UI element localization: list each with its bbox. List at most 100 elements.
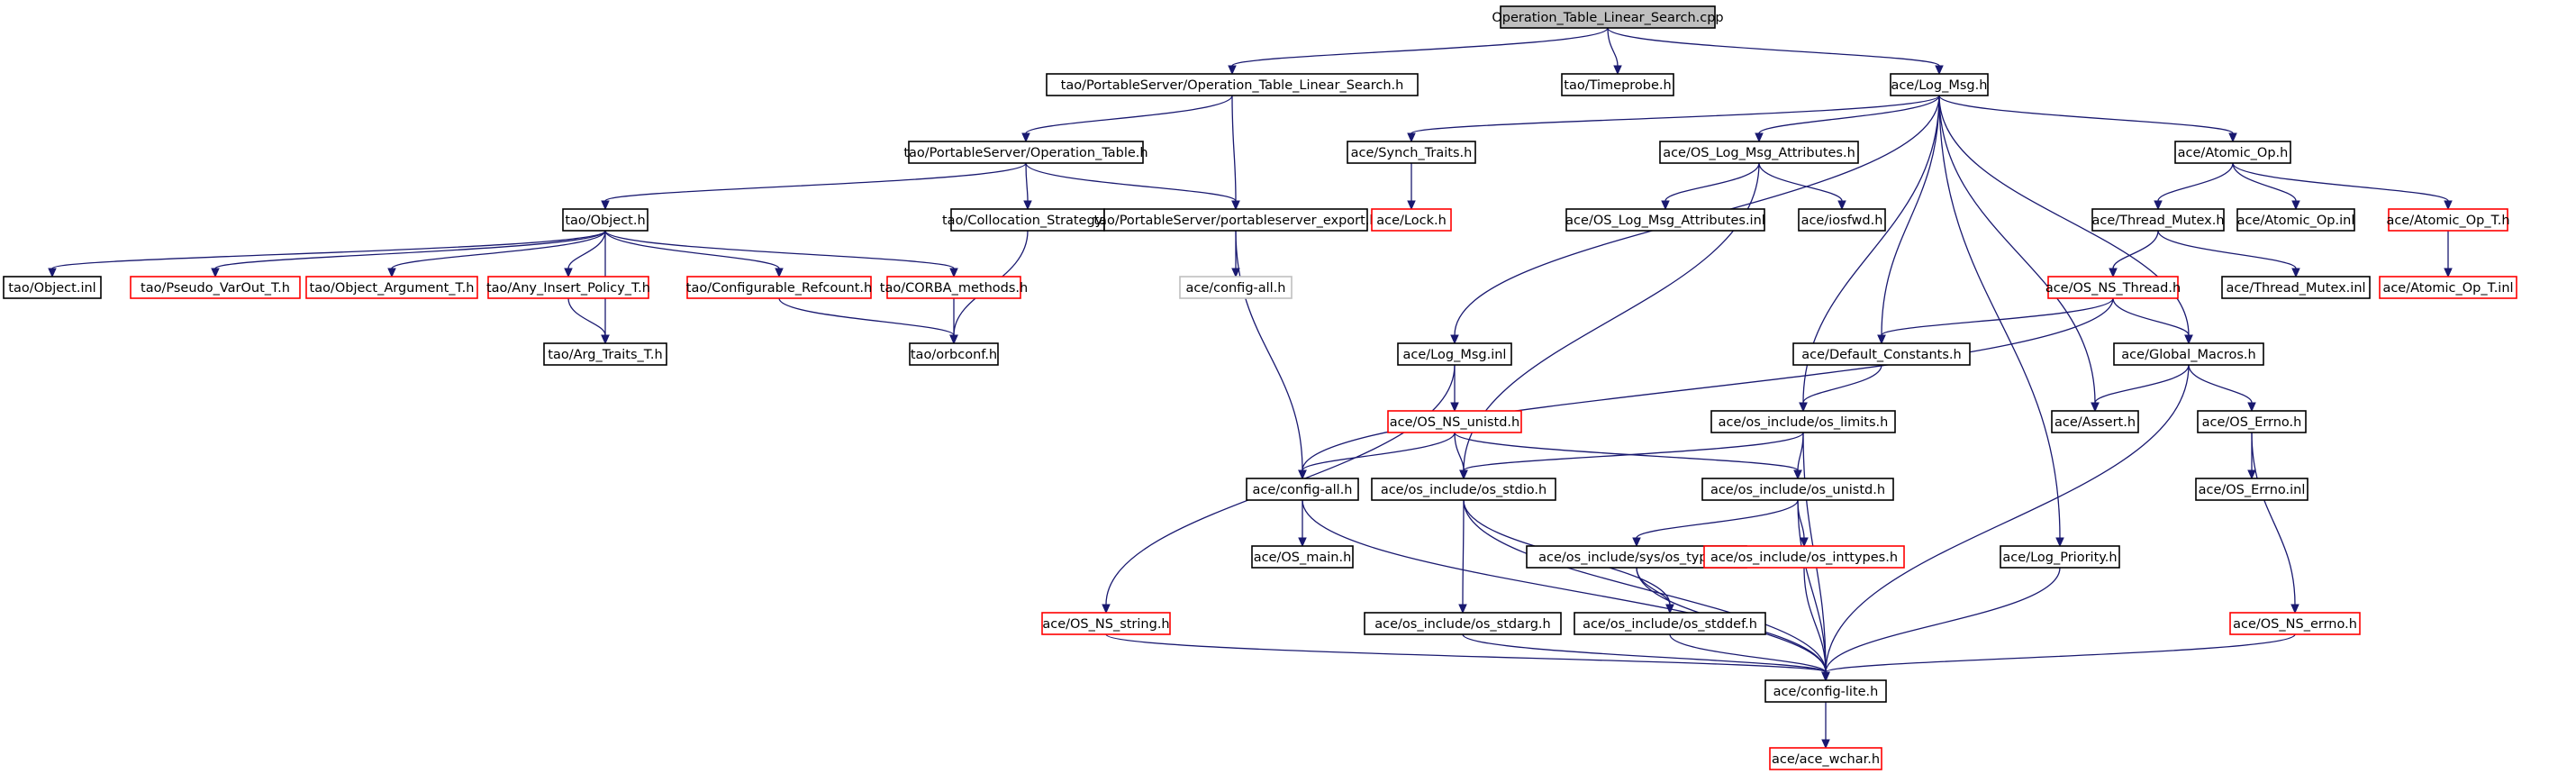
node-tao-portableserver-operation-table-h[interactable]: tao/PortableServer/Operation_Table.h [903, 141, 1148, 164]
node-ace-os-log-msg-attributes-inl[interactable]: ace/OS_Log_Msg_Attributes.inl [1565, 208, 1765, 232]
node-ace-os-ns-unistd-h[interactable]: ace/OS_NS_unistd.h [1387, 410, 1522, 433]
node-label: ace/os_include/os_limits.h [1719, 415, 1889, 430]
node-tao-pseudo-varout-t-h[interactable]: tao/Pseudo_VarOut_T.h [130, 276, 301, 299]
edge-osunistd-to-ostypes [1632, 499, 1799, 548]
edge-logmsg-to-atomicop [1938, 95, 2237, 143]
edge-configlite-to-acewchar [1821, 701, 1830, 750]
node-ace-os-ns-string-h[interactable]: ace/OS_NS_string.h [1041, 612, 1171, 635]
node-ace-os-main-h[interactable]: ace/OS_main.h [1251, 545, 1354, 569]
edge-atomicop-to-threadmutex [2154, 162, 2234, 211]
node-label: tao/Timeprobe.h [1564, 78, 1671, 93]
node-ace-thread-mutex-inl[interactable]: ace/Thread_Mutex.inl [2221, 276, 2371, 299]
node-tao-object-inl[interactable]: tao/Object.inl [3, 276, 102, 299]
node-label: ace/ace_wchar.h [1772, 752, 1880, 767]
node-label: tao/Object_Argument_T.h [310, 281, 475, 296]
node-ace-atomic-op-t-inl[interactable]: ace/Atomic_Op_T.inl [2379, 276, 2517, 299]
node-ace-os-include-os-limits-h[interactable]: ace/os_include/os_limits.h [1710, 410, 1896, 433]
edge-atomicop-to-atomicopinl [2232, 162, 2300, 211]
node-operation-table-linear-search-cpp[interactable]: Operation_Table_Linear_Search.cpp [1492, 5, 1724, 29]
edge-osnserrno-to-configlite [1821, 633, 2296, 682]
node-tao-timeprobe-h[interactable]: tao/Timeprobe.h [1561, 73, 1674, 96]
node-ace-thread-mutex-h[interactable]: ace/Thread_Mutex.h [2091, 208, 2225, 232]
node-label: ace/Log_Msg.h [1891, 78, 1988, 93]
edge-objecth-to-corba [604, 230, 958, 278]
node-label: tao/CORBA_methods.h [880, 281, 1028, 296]
node-ace-log-priority-h[interactable]: ace/Log_Priority.h [2000, 545, 2120, 569]
edge-osstddef-to-configlite [1669, 633, 1830, 682]
edge-oslogattr-to-iosfwd [1758, 162, 1846, 211]
edge-oserrno-to-osnserrno [2251, 432, 2299, 615]
edge-osunistd-to-osinttypes [1797, 499, 1809, 548]
edge-logprio-to-configlite [1821, 567, 2061, 682]
node-ace-lock-h[interactable]: ace/Lock.h [1371, 208, 1452, 232]
node-ace-os-ns-thread-h[interactable]: ace/OS_NS_Thread.h [2045, 276, 2181, 299]
node-ace-log-msg-inl[interactable]: ace/Log_Msg.inl [1397, 342, 1512, 366]
node-ace-config-all-h[interactable]: ace/config-all.h [1246, 478, 1359, 501]
edge-configall-to-osmain [1298, 500, 1307, 548]
node-ace-os-include-os-inttypes-h[interactable]: ace/os_include/os_inttypes.h [1703, 545, 1905, 569]
graph-nodes: Operation_Table_Linear_Search.cpp tao/Por… [3, 5, 2517, 770]
node-ace-log-msg-h[interactable]: ace/Log_Msg.h [1890, 73, 1989, 96]
node-ace-synch-traits-h[interactable]: ace/Synch_Traits.h [1347, 141, 1476, 164]
node-ace-assert-h[interactable]: ace/Assert.h [2051, 410, 2139, 433]
node-ace-global-macros-h[interactable]: ace/Global_Macros.h [2113, 342, 2264, 366]
node-ace-config-all-h[interactable]: ace/config-all.h [1179, 276, 1293, 299]
node-ace-os-errno-inl[interactable]: ace/OS_Errno.inl [2195, 478, 2308, 501]
node-ace-os-include-os-stdio-h[interactable]: ace/os_include/os_stdio.h [1371, 478, 1556, 501]
node-ace-os-ns-errno-h[interactable]: ace/OS_NS_errno.h [2229, 612, 2361, 635]
node-tao-portableserver-operation-table-linear-search-h[interactable]: tao/PortableServer/Operation_Table_Linea… [1046, 73, 1419, 96]
node-label: ace/config-all.h [1252, 483, 1352, 497]
node-ace-os-include-os-unistd-h[interactable]: ace/os_include/os_unistd.h [1701, 478, 1894, 501]
edge-osinttypes-to-configlite [1803, 567, 1830, 682]
node-label: ace/Default_Constants.h [1801, 348, 1961, 362]
node-tao-arg-traits-t-h[interactable]: tao/Arg_Traits_T.h [543, 342, 667, 366]
node-tao-any-insert-policy-t-h[interactable]: tao/Any_Insert_Policy_T.h [486, 276, 650, 299]
node-label: ace/config-lite.h [1773, 685, 1879, 699]
node-label: tao/Pseudo_VarOut_T.h [141, 281, 290, 296]
graph-edges [48, 27, 2453, 750]
edge-synch-to-lock [1407, 163, 1416, 211]
node-ace-iosfwd-h[interactable]: ace/iosfwd.h [1798, 208, 1886, 232]
node-tao-corba-methods-h[interactable]: tao/CORBA_methods.h [880, 276, 1028, 299]
node-label: ace/OS_NS_string.h [1042, 617, 1169, 632]
node-ace-os-errno-h[interactable]: ace/OS_Errno.h [2197, 410, 2307, 433]
node-tao-configurable-refcount-h[interactable]: tao/Configurable_Refcount.h [686, 276, 872, 299]
edge-objecth-to-anyins [564, 230, 606, 278]
node-tao-orbconf-h[interactable]: tao/orbconf.h [909, 342, 999, 366]
edge-atomicop-to-atomicopt [2232, 162, 2453, 211]
edge-objecth-to-objectinl [48, 230, 606, 278]
node-tao-object-h[interactable]: tao/Object.h [562, 208, 649, 232]
node-label: tao/PortableServer/portableserver_export… [1093, 214, 1377, 228]
node-label: ace/Log_Msg.inl [1403, 348, 1507, 362]
node-tao-object-argument-t-h[interactable]: tao/Object_Argument_T.h [305, 276, 478, 299]
node-label: tao/Object.h [565, 214, 645, 228]
node-tao-collocation-strategy-h[interactable]: tao/Collocation_Strategy.h [942, 208, 1113, 232]
node-ace-os-include-os-stdarg-h[interactable]: ace/os_include/os_stdarg.h [1364, 612, 1562, 635]
node-label: ace/Atomic_Op_T.h [2386, 214, 2509, 228]
edge-logmsg-to-oslogattr [1755, 95, 1940, 143]
edge-osstdio-to-configlite [1463, 499, 1830, 682]
node-tao-portableserver-portableserver-export-h[interactable]: tao/PortableServer/portableserver_export… [1093, 208, 1378, 232]
node-label: ace/os_include/os_stdarg.h [1374, 617, 1550, 632]
node-ace-ace-wchar-h[interactable]: ace/ace_wchar.h [1769, 747, 1882, 770]
edge-oslimits-to-osunistd [1793, 432, 1804, 480]
node-ace-atomic-op-inl[interactable]: ace/Atomic_Op.inl [2236, 208, 2355, 232]
node-ace-atomic-op-t-h[interactable]: ace/Atomic_Op_T.h [2386, 208, 2510, 232]
node-label: tao/Any_Insert_Policy_T.h [486, 281, 650, 296]
edge-logmsg-to-defconst [1877, 95, 1940, 345]
node-ace-atomic-op-h[interactable]: ace/Atomic_Op.h [2174, 141, 2291, 164]
node-label: ace/OS_NS_unistd.h [1390, 415, 1519, 430]
node-label: ace/Synch_Traits.h [1351, 146, 1473, 160]
edge-optable-to-collocation [1023, 162, 1032, 211]
node-ace-default-constants-h[interactable]: ace/Default_Constants.h [1792, 342, 1971, 366]
node-ace-config-lite-h[interactable]: ace/config-lite.h [1764, 679, 1887, 703]
edge-osstdio-to-osstdarg [1458, 499, 1467, 615]
edge-optable-to-psexport [1025, 162, 1240, 211]
node-ace-os-log-msg-attributes-h[interactable]: ace/OS_Log_Msg_Attributes.h [1659, 141, 1859, 164]
node-label: ace/os_include/os_stdio.h [1381, 483, 1547, 497]
node-label: ace/Log_Priority.h [2002, 551, 2117, 565]
node-ace-os-include-os-stddef-h[interactable]: ace/os_include/os_stddef.h [1574, 612, 1766, 635]
node-label: ace/Assert.h [2054, 415, 2136, 430]
edge-globalmacros-to-oserrno [2188, 364, 2256, 413]
node-label: ace/os_include/os_inttypes.h [1710, 551, 1898, 565]
